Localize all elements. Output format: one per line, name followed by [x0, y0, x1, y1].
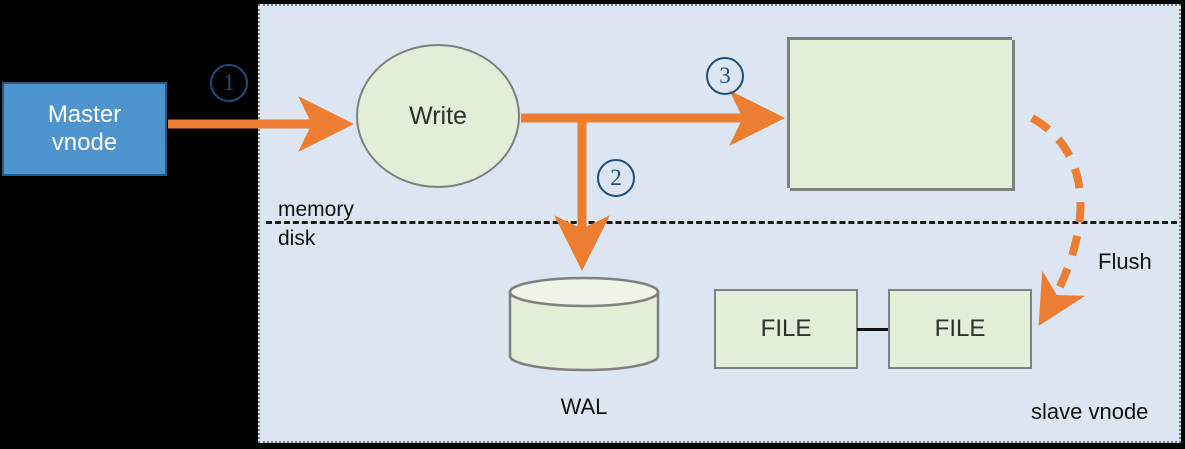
memory-grid-cell — [975, 114, 1015, 154]
memory-grid-cell — [938, 114, 978, 154]
memory-grid-cell — [864, 114, 904, 154]
file-box-2-label: FILE — [934, 315, 986, 342]
slave-vnode-label: slave vnode — [1031, 399, 1149, 424]
file-connector-line — [857, 328, 889, 331]
write-node-label: Write — [409, 101, 467, 130]
memory-grid-cell — [938, 151, 978, 191]
disk-tier-label: disk — [278, 227, 316, 250]
memory-grid-cell — [790, 114, 830, 154]
master-vnode-label-line2: vnode — [51, 129, 118, 156]
step-badge-3: 3 — [706, 57, 744, 95]
memory-grid-cell — [790, 40, 830, 80]
memory-grid-cell — [827, 114, 867, 154]
memory-grid-cell — [827, 151, 867, 191]
master-vnode-box[interactable]: Master vnode — [2, 82, 167, 176]
memory-grid-cell — [864, 77, 904, 117]
memory-grid-cell — [864, 40, 904, 80]
memory-grid-cell — [790, 151, 830, 191]
memory-grid-cell — [938, 77, 978, 117]
memory-grid-cell — [827, 77, 867, 117]
file-box-1[interactable]: FILE — [714, 289, 858, 369]
memory-grid-cell — [901, 40, 941, 80]
memory-grid-cell — [975, 77, 1015, 117]
memory-disk-divider — [266, 221, 1177, 224]
memory-tier-label: memory — [278, 198, 354, 221]
step-badge-1: 1 — [210, 64, 248, 102]
memory-grid-cell — [864, 151, 904, 191]
wal-label: WAL — [560, 394, 608, 419]
memory-grid-cell — [901, 114, 941, 154]
memory-table-grid — [787, 37, 1015, 191]
step-badge-2: 2 — [597, 159, 635, 197]
memory-grid-cell — [827, 40, 867, 80]
memory-grid-cell — [901, 151, 941, 191]
wal-cylinder[interactable] — [508, 276, 660, 372]
memory-grid-cell — [901, 77, 941, 117]
memory-grid-cell — [975, 40, 1015, 80]
memory-grid-cell — [975, 151, 1015, 191]
memory-grid-cell — [790, 77, 830, 117]
file-box-2[interactable]: FILE — [888, 289, 1032, 369]
write-node[interactable]: Write — [356, 44, 520, 188]
file-box-1-label: FILE — [760, 315, 812, 342]
memory-grid-cell — [938, 40, 978, 80]
flush-label: Flush — [1098, 249, 1152, 274]
master-vnode-label-line1: Master — [47, 100, 122, 128]
